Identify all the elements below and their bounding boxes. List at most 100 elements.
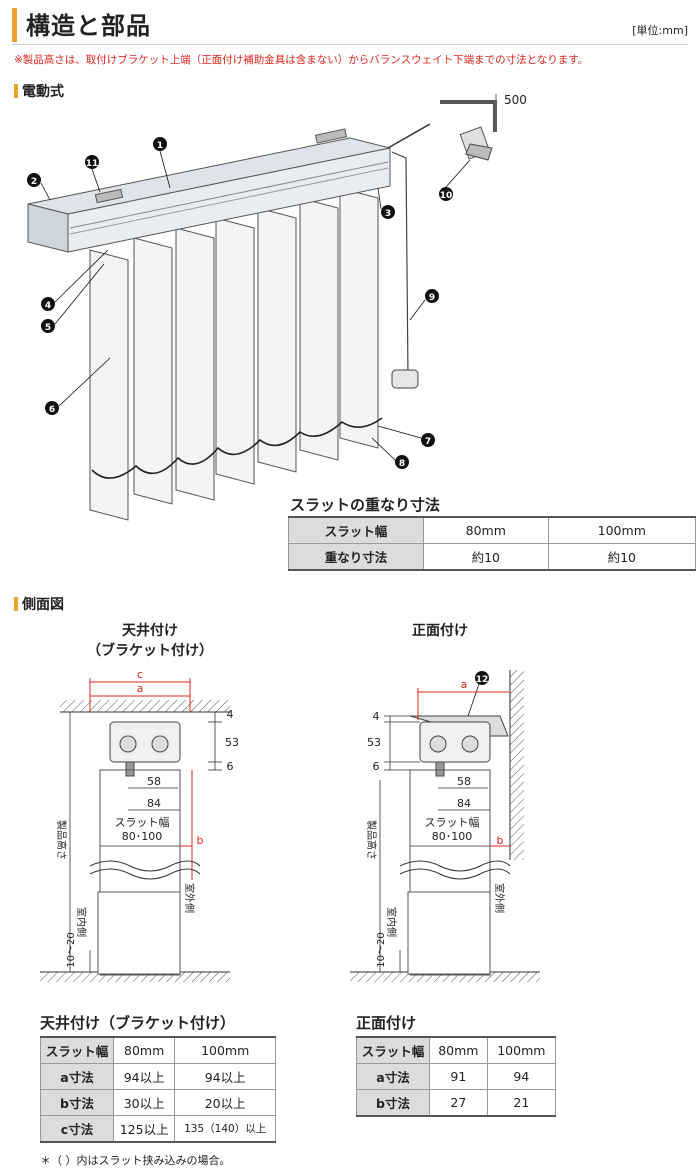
overlap-row-label: 重なり寸法 xyxy=(288,543,424,571)
ceiling-row-label: c寸法 xyxy=(40,1115,114,1143)
title-accent-bar xyxy=(12,8,17,42)
dim-53: 53 xyxy=(367,736,381,749)
front-row-label: a寸法 xyxy=(356,1063,430,1090)
svg-text:12: 12 xyxy=(476,675,489,685)
callout-11 xyxy=(85,155,99,169)
outdoor-label: 室外側 xyxy=(183,883,196,913)
svg-text:1: 1 xyxy=(157,141,163,151)
section-side-label: 側面図 xyxy=(22,597,64,613)
ceiling-header-1: 80mm xyxy=(112,1036,176,1064)
dim-53: 53 xyxy=(225,736,239,749)
front-cell: 27 xyxy=(429,1089,488,1117)
gap-label: 10〜20 xyxy=(376,932,387,967)
overlap-header-1: 80mm xyxy=(423,516,549,544)
dim-84: 84 xyxy=(457,797,471,810)
front-cell: 94 xyxy=(486,1063,557,1090)
head-rail-front xyxy=(67,147,391,253)
slat-group xyxy=(89,187,379,521)
callout-9 xyxy=(425,289,439,303)
title-divider xyxy=(12,44,688,45)
section-electric-label: 電動式 xyxy=(22,84,64,100)
product-height: 製品高さ xyxy=(365,820,378,860)
overlap-header-0: スラット幅 xyxy=(288,516,424,544)
cord-bracket xyxy=(440,100,497,132)
ceiling-row-label: b寸法 xyxy=(40,1089,114,1116)
gap-label: 10〜20 xyxy=(66,932,77,967)
ceiling-cell: 94以上 xyxy=(112,1063,176,1090)
ceiling-row-label: a寸法 xyxy=(40,1063,114,1090)
callout-3 xyxy=(381,205,395,219)
slat-width-label: スラット幅 xyxy=(425,816,480,829)
indoor-label: 室内側 xyxy=(385,907,398,937)
dim-a: a xyxy=(137,682,144,695)
callout-8 xyxy=(395,455,409,469)
ceiling-cell: 30以上 xyxy=(112,1089,176,1116)
front-cell: 21 xyxy=(486,1089,557,1117)
front-mount-label: 正面付け xyxy=(412,623,468,639)
ceiling-mount-label-1: 天井付け xyxy=(122,623,178,639)
svg-text:7: 7 xyxy=(425,437,431,447)
footnote: ＊（ ）内はスラット挟み込みの場合。 xyxy=(40,1154,231,1167)
ceiling-mount-diagram: c a b 4 53 6 58 84 スラット幅 80･100 製品高さ 室内側… xyxy=(40,668,239,982)
overlap-cell: 約10 xyxy=(547,543,697,571)
dim-58: 58 xyxy=(457,775,471,788)
svg-text:3: 3 xyxy=(385,209,391,219)
ceiling-cell: 20以上 xyxy=(174,1089,276,1116)
callout-7 xyxy=(421,433,435,447)
front-table: スラット幅 80mm 100mm a寸法 91 94 b寸法 27 21 xyxy=(356,1036,557,1117)
overlap-table-title: スラットの重なり寸法 xyxy=(290,496,441,514)
unit-label: [単位:mm] xyxy=(632,24,688,37)
callout-5 xyxy=(41,319,55,333)
overlap-header-2: 100mm xyxy=(547,516,697,544)
overlap-cell: 約10 xyxy=(423,543,549,571)
power-cord xyxy=(391,151,409,379)
front-table-title: 正面付け xyxy=(356,1014,417,1032)
dim-b: b xyxy=(497,834,504,847)
ceiling-header-0: スラット幅 xyxy=(40,1036,114,1064)
callout-4 xyxy=(41,297,55,311)
bottom-chain xyxy=(91,417,383,479)
front-mount-diagram: 12 a b 4 53 6 58 84 スラット幅 80･100 製品高さ 室内… xyxy=(350,670,540,982)
front-header-0: スラット幅 xyxy=(356,1036,430,1064)
slat-width-value: 80･100 xyxy=(432,830,473,843)
slat-width-value: 80･100 xyxy=(122,830,163,843)
svg-text:11: 11 xyxy=(86,159,99,169)
outdoor-label: 室外側 xyxy=(493,883,506,913)
dim-c: c xyxy=(137,668,143,681)
svg-text:9: 9 xyxy=(429,293,435,303)
ceiling-cell: 94以上 xyxy=(174,1063,276,1090)
front-cell: 91 xyxy=(429,1063,488,1090)
svg-text:8: 8 xyxy=(399,459,405,469)
svg-text:6: 6 xyxy=(49,405,55,415)
vertical-blind-illustration: 1 2 3 4 5 6 7 8 9 10 11 500 xyxy=(27,93,527,521)
ceiling-table-title: 天井付け（ブラケット付け） xyxy=(40,1014,236,1032)
callout-12 xyxy=(475,671,489,685)
section-accent-bar xyxy=(14,84,18,98)
controller-box xyxy=(391,369,419,389)
dim-a: a xyxy=(461,678,468,691)
front-header-2: 100mm xyxy=(486,1036,557,1064)
overlap-table: スラット幅 80mm 100mm 重なり寸法 約10 約10 xyxy=(288,516,697,571)
dim-4: 4 xyxy=(227,708,234,721)
svg-text:5: 5 xyxy=(45,323,51,333)
ceiling-table: スラット幅 80mm 100mm a寸法 94以上 94以上 b寸法 30以上 … xyxy=(40,1036,276,1143)
slat-width-label: スラット幅 xyxy=(115,816,170,829)
callout-6 xyxy=(45,401,59,415)
product-height: 製品高さ xyxy=(55,820,68,860)
dim-6: 6 xyxy=(227,760,234,773)
cord-length-label: 500 xyxy=(504,93,527,107)
front-row-label: b寸法 xyxy=(356,1089,430,1117)
dim-4: 4 xyxy=(373,710,380,723)
svg-text:4: 4 xyxy=(45,301,51,311)
dim-58: 58 xyxy=(147,775,161,788)
indoor-label: 室内側 xyxy=(75,907,88,937)
callout-10 xyxy=(439,187,453,201)
callout-2 xyxy=(27,173,41,187)
dim-6: 6 xyxy=(373,760,380,773)
svg-text:2: 2 xyxy=(31,177,37,187)
ceiling-cell: 135（140）以上 xyxy=(174,1115,276,1143)
height-note: ※製品高さは、取付けブラケット上端（正面付け補助金具は含まない）からバランスウェ… xyxy=(14,54,589,66)
ceiling-cell: 125以上 xyxy=(112,1115,176,1143)
section-accent-bar xyxy=(14,597,18,611)
front-header-1: 80mm xyxy=(429,1036,488,1064)
